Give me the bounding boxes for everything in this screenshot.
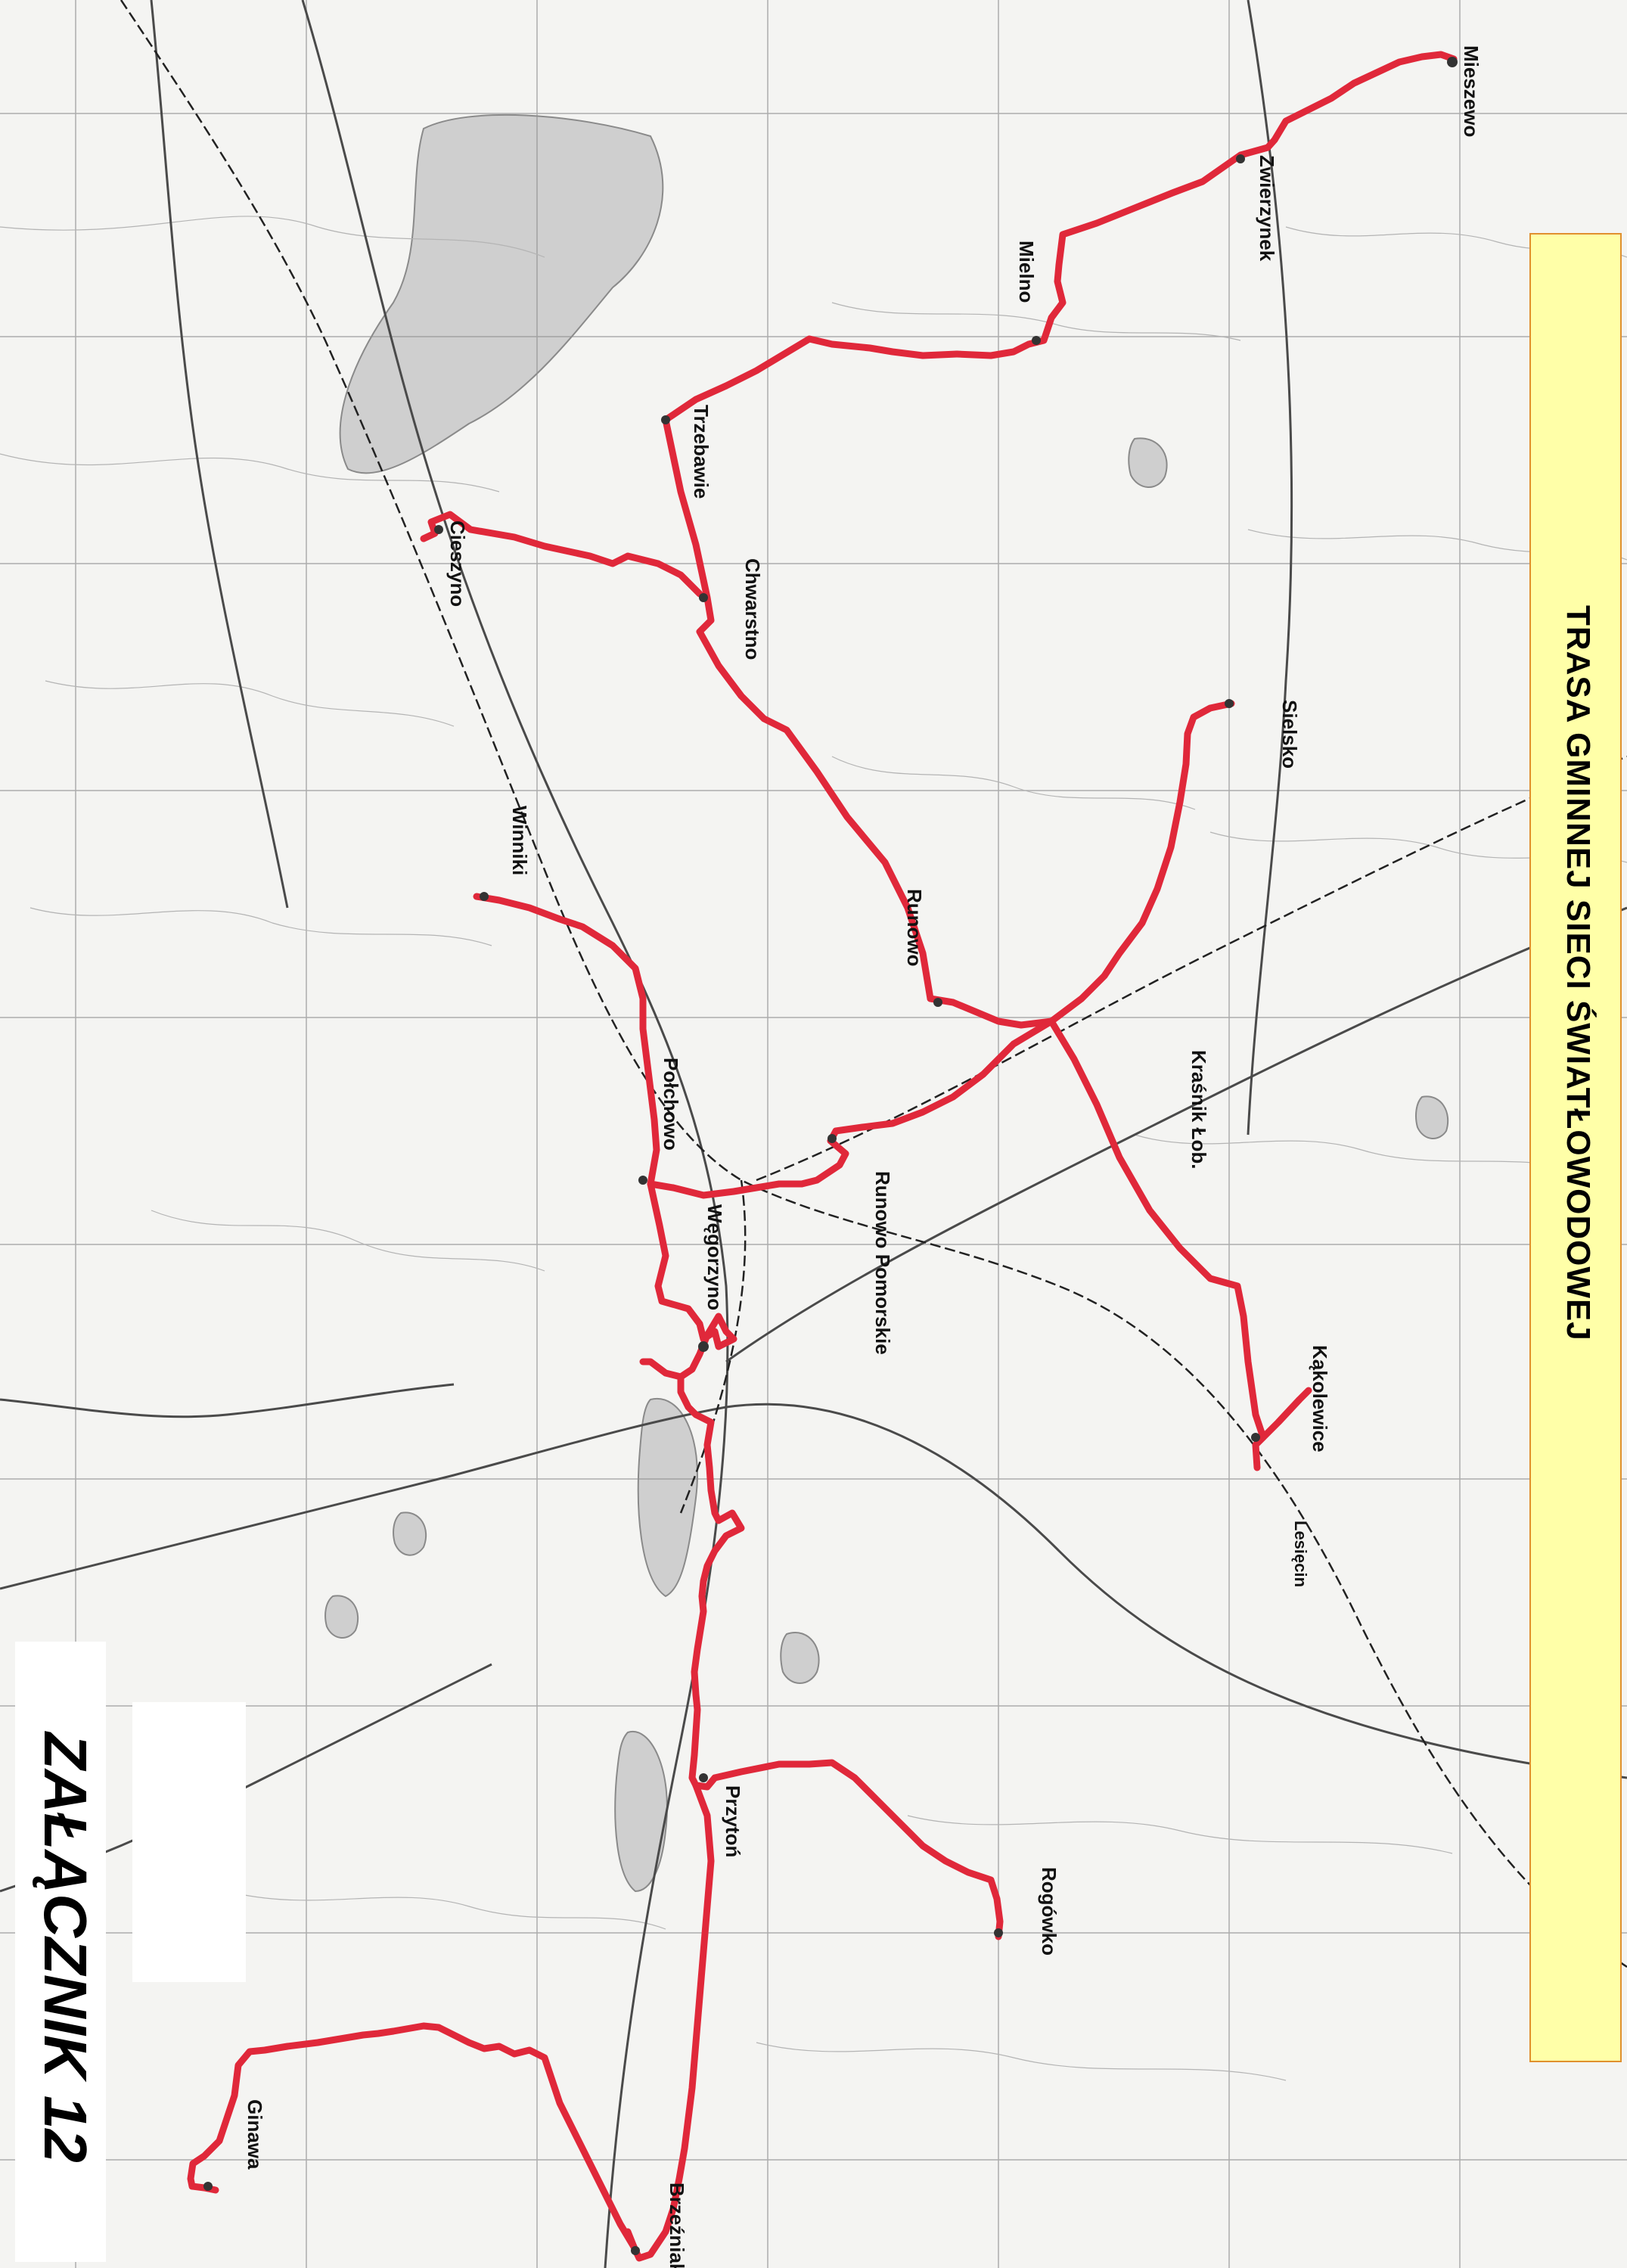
lake-south	[614, 1730, 668, 1893]
route-junction-runowo-pomorskie	[647, 1017, 1055, 1199]
place-label-winniki: Winniki	[508, 806, 531, 876]
place-label-trzebawie: Trzebawie	[690, 405, 713, 499]
small-lake-2	[393, 1511, 427, 1556]
road-7	[150, 0, 289, 909]
route-chwarstno-cieszyno	[420, 511, 703, 598]
wegorzyno-lake	[637, 1397, 698, 1598]
route-mieszewo-mielno	[953, 51, 1458, 359]
railway-3	[679, 1179, 747, 1514]
route-kakolewice-spur	[1252, 1434, 1267, 1471]
route-winniki-polchowo	[473, 893, 660, 1188]
place-label-kakolewice: Kąkolewice	[1309, 1345, 1331, 1452]
route-wegorzyno-przyton	[677, 1373, 745, 1791]
fiber-route	[187, 51, 1458, 2262]
route-junction-sielsko	[1048, 700, 1235, 1025]
route-trzebawie-runowo	[662, 416, 934, 1002]
railway-2	[756, 755, 1627, 1182]
small-lake-4	[1128, 437, 1168, 488]
road-5	[1247, 0, 1293, 1136]
attachment-panel	[15, 1642, 106, 2262]
place-label-mieszewo: Mieszewo	[1460, 45, 1483, 138]
place-label-rogowko: Rogówko	[1038, 1867, 1060, 1956]
place-label-lesiecin: Lesięcin	[1291, 1521, 1310, 1588]
road-2	[0, 1403, 1627, 1779]
place-label-runowo: Runowo	[903, 889, 926, 967]
road-6	[0, 1383, 455, 1418]
place-label-polchowo: Połchowo	[660, 1058, 682, 1151]
route-mielno-trzebawie	[662, 335, 961, 424]
small-lake-5	[1415, 1095, 1449, 1139]
small-lake-3	[324, 1595, 359, 1639]
place-label-runowo-pomorskie: Runowo Pomorskie	[871, 1171, 894, 1355]
road-3	[725, 906, 1627, 1363]
place-label-brzezniak: Brzeźniak	[666, 2183, 688, 2268]
place-label-wegorzyno: Węgorzyno	[703, 1204, 726, 1311]
place-label-krasnik-lob: Kraśnik Łob.	[1188, 1050, 1210, 1170]
place-label-mielno: Mielno	[1015, 241, 1038, 303]
route-runowo-junction	[927, 995, 1055, 1029]
map-title: TRASA GMINNEJ SIECI ŚWIATŁOWODOWEJ	[1560, 605, 1597, 1341]
route-brzezniak-ginawa	[187, 2022, 638, 2251]
railways	[120, 0, 1627, 1968]
route-junction-kakolewice	[1048, 1017, 1312, 1441]
place-label-zwierzynek: Zwierzynek	[1256, 155, 1278, 262]
settlement-markers	[203, 57, 1458, 2255]
place-label-sielsko: Sielsko	[1278, 700, 1301, 769]
route-przyton-brzezniak	[624, 1782, 715, 2262]
small-lake-1	[780, 1632, 820, 1684]
place-label-ginawa: Ginawa	[244, 2099, 266, 2170]
blank-panel	[132, 1702, 246, 1982]
road-1	[301, 0, 729, 2268]
place-label-chwarstno: Chwarstno	[741, 558, 764, 660]
place-label-cieszyno: Cieszyno	[446, 520, 469, 607]
large-lake	[339, 113, 664, 474]
place-label-przyton: Przytoń	[722, 1785, 744, 1858]
water-bodies	[324, 113, 1449, 1893]
attachment-label: ZAŁĄCZNIK 12	[32, 1732, 99, 2163]
route-przyton-rogowko	[711, 1759, 1004, 1940]
title-box	[1529, 233, 1622, 2062]
